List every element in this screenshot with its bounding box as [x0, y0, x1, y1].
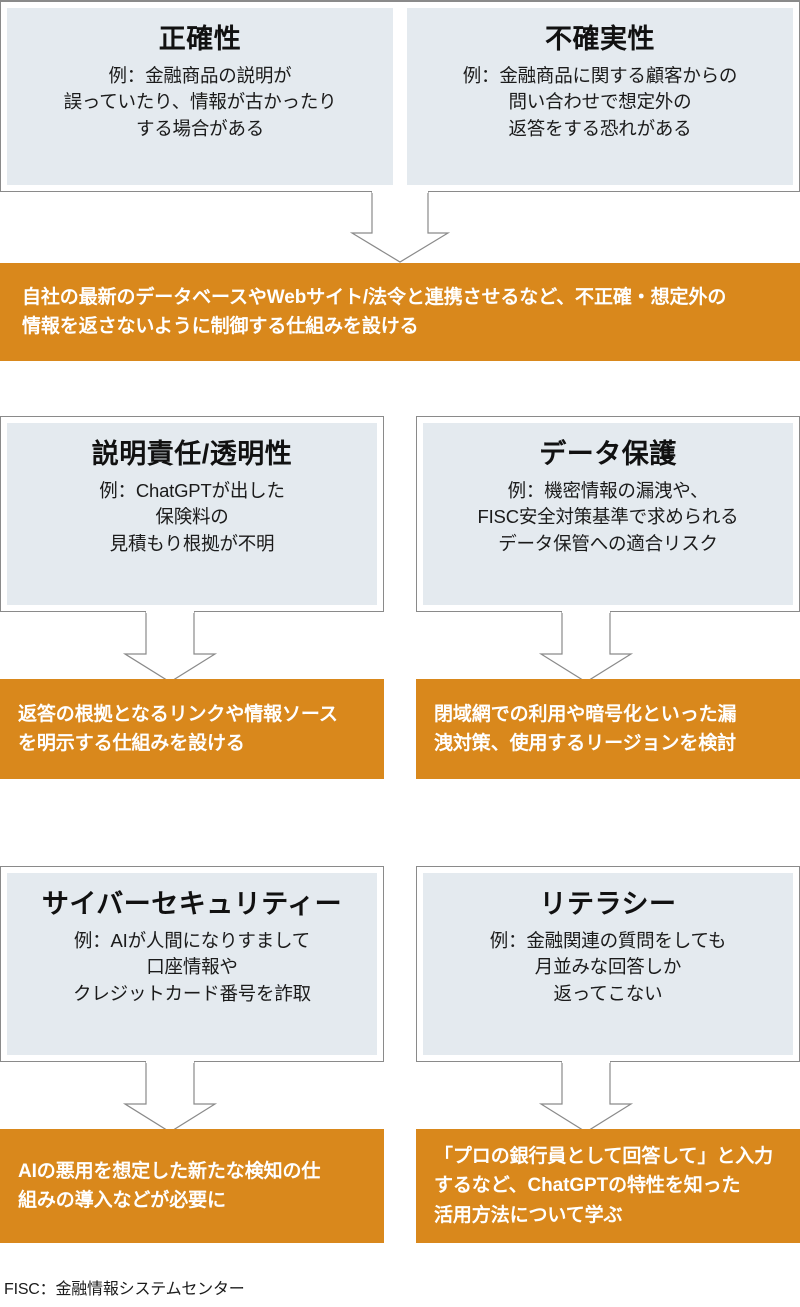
risk-card-title: サイバーセキュリティー	[41, 889, 343, 919]
down-arrow-icon	[531, 611, 641, 683]
risk-card-title: 不確実性	[545, 24, 655, 54]
risk-card-title: リテラシー	[539, 889, 677, 919]
figure-footnote: FISC：金融情報システムセンター	[4, 1281, 245, 1298]
action-band-text: 自社の最新のデータベースやWebサイト/法令と連携させるなど、不正確・想定外の …	[22, 286, 727, 337]
risk-card-title: 正確性	[158, 24, 242, 54]
down-arrow-icon	[115, 1061, 225, 1133]
down-arrow-icon	[344, 191, 456, 263]
action-band-cybersecurity: AIの悪用を想定した新たな検知の仕 組みの導入などが必要に	[0, 1129, 384, 1243]
risk-card-cybersecurity: サイバーセキュリティー 例：AIが人間になりすまして 口座情報や クレジットカー…	[0, 866, 384, 1062]
risk-card-title: 説明責任/透明性	[91, 439, 293, 469]
action-band-accountability: 返答の根拠となるリンクや情報ソース を明示する仕組みを設ける	[0, 679, 384, 779]
risk-card-literacy: リテラシー 例：金融関連の質問をしても 月並みな回答しか 返ってこない	[416, 866, 800, 1062]
down-arrow-icon	[531, 1061, 641, 1133]
risk-card-data-protection: データ保護 例：機密情報の漏洩や、 FISC安全対策基準で求められる データ保管…	[416, 416, 800, 612]
risk-card-description: 例：金融関連の質問をしても 月並みな回答しか 返ってこない	[489, 930, 727, 1004]
risk-card-description: 例：機密情報の漏洩や、 FISC安全対策基準で求められる データ保管への適合リス…	[477, 480, 739, 554]
row-divider	[393, 8, 407, 185]
action-band-literacy: 「プロの銀行員として回答して」と入力 するなど、ChatGPTの特性を知った 活…	[416, 1129, 800, 1243]
risk-card-accountability: 説明責任/透明性 例：ChatGPTが出した 保険料の 見積もり根拠が不明	[0, 416, 384, 612]
risk-row-1: 正確性 例：金融商品の説明が 誤っていたり、情報が古かったり する場合がある 不…	[0, 0, 800, 192]
risk-card-description: 例：AIが人間になりすまして 口座情報や クレジットカード番号を詐取	[73, 930, 311, 1004]
action-band-row-1: 自社の最新のデータベースやWebサイト/法令と連携させるなど、不正確・想定外の …	[0, 263, 800, 361]
action-band-text: 「プロの銀行員として回答して」と入力 するなど、ChatGPTの特性を知った 活…	[434, 1145, 774, 1226]
risk-card-description: 例：ChatGPTが出した 保険料の 見積もり根拠が不明	[99, 480, 285, 554]
down-arrow-icon	[115, 611, 225, 683]
risk-card-description: 例：金融商品の説明が 誤っていたり、情報が古かったり する場合がある	[63, 65, 337, 139]
action-band-text: AIの悪用を想定した新たな検知の仕 組みの導入などが必要に	[18, 1160, 321, 1211]
risk-card-accuracy: 正確性 例：金融商品の説明が 誤っていたり、情報が古かったり する場合がある	[7, 8, 393, 185]
risk-card-title: データ保護	[539, 439, 677, 469]
risk-card-uncertainty: 不確実性 例：金融商品に関する顧客からの 問い合わせで想定外の 返答をする恐れが…	[407, 8, 793, 185]
action-band-text: 閉域網での利用や暗号化といった漏 洩対策、使用するリージョンを検討	[434, 703, 737, 754]
action-band-text: 返答の根拠となるリンクや情報ソース を明示する仕組みを設ける	[18, 703, 338, 754]
action-band-data-protection: 閉域網での利用や暗号化といった漏 洩対策、使用するリージョンを検討	[416, 679, 800, 779]
risk-card-description: 例：金融商品に関する顧客からの 問い合わせで想定外の 返答をする恐れがある	[462, 65, 738, 139]
